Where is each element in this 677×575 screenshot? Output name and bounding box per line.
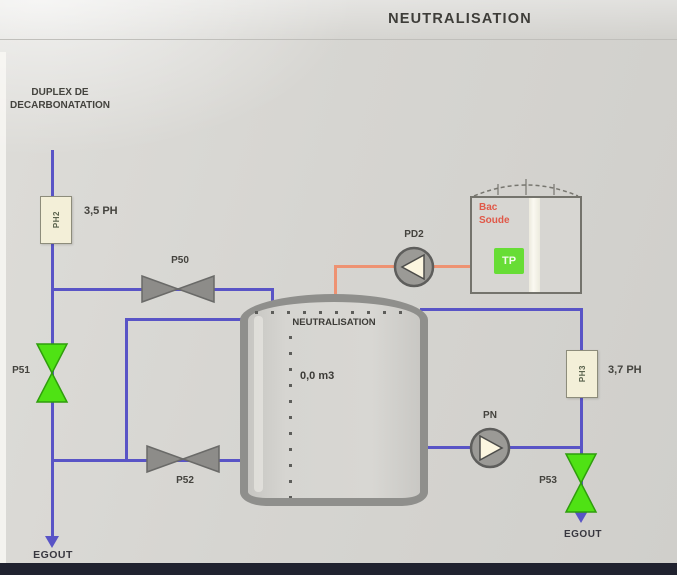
- title-bar: NEUTRALISATION: [0, 0, 677, 40]
- soda-tank-level-stripe: [529, 198, 540, 292]
- soda-tank: Bac Soude TP: [470, 196, 582, 294]
- valve-p50[interactable]: [140, 274, 216, 309]
- drain-label-left: EGOUT: [33, 549, 73, 561]
- pipe-soda-left: [334, 265, 396, 268]
- valve-p52-icon: [146, 444, 220, 474]
- source-label-line1: DUPLEX DE: [31, 87, 89, 98]
- pipe-soda-right: [431, 265, 471, 268]
- soda-pump-status-badge: TP: [494, 248, 524, 274]
- valve-p51-label: P51: [12, 365, 30, 376]
- source-label: DUPLEX DE DECARBONATATION: [0, 86, 130, 112]
- ph2-sensor[interactable]: PH2: [40, 196, 72, 244]
- pipe-right-vertical: [580, 308, 583, 513]
- valve-p52-label: P52: [176, 475, 194, 486]
- ph2-sensor-tag: PH2: [51, 211, 61, 229]
- tank-rivets-top: [255, 311, 413, 314]
- soda-tank-label-line2: Soude: [479, 215, 510, 226]
- drain-label-right: EGOUT: [563, 529, 603, 540]
- valve-p52[interactable]: [145, 444, 221, 479]
- pipe-soda-drop: [334, 265, 337, 307]
- valve-p50-icon: [141, 274, 215, 304]
- pipe-loop-vertical: [125, 318, 128, 462]
- tank-level-dots: [289, 336, 292, 498]
- drain-arrow-left: [45, 536, 59, 548]
- pump-pd2[interactable]: [391, 244, 437, 295]
- valve-p53[interactable]: [564, 452, 598, 519]
- pump-pd2-label: PD2: [404, 229, 424, 240]
- valve-p53-icon: [564, 453, 598, 513]
- page-title: NEUTRALISATION: [388, 11, 532, 27]
- soda-tank-label-line1: Bac: [479, 202, 498, 213]
- valve-p50-label: P50: [171, 255, 189, 266]
- source-label-line2: DECARBONATATION: [10, 100, 110, 111]
- ph3-sensor-tag: PH3: [577, 365, 587, 383]
- photo-edge-strip: [0, 52, 6, 563]
- pipe-loop-upper: [125, 318, 253, 321]
- tank-label: NEUTRALISATION: [292, 317, 376, 328]
- tank-volume-value: 0,0 m3: [300, 370, 335, 382]
- ph3-value: 3,7 PH: [608, 364, 642, 376]
- drain-arrow-right: [574, 511, 588, 523]
- pipe-tank-out-upper: [420, 308, 583, 311]
- pump-pn[interactable]: [467, 425, 513, 476]
- valve-p51[interactable]: [35, 342, 69, 409]
- ph2-value: 3,5 PH: [84, 205, 118, 217]
- screen-bezel: [0, 563, 677, 575]
- soda-tank-dome-icon: [473, 179, 579, 197]
- tank-wall-highlight: [254, 316, 263, 492]
- valve-p53-label: P53: [539, 475, 557, 486]
- pump-pn-icon: [469, 427, 511, 469]
- pump-pd2-icon: [393, 246, 435, 288]
- pump-pn-label: PN: [483, 410, 497, 421]
- valve-p51-icon: [35, 343, 69, 403]
- soda-tank-label: Bac Soude: [479, 201, 510, 227]
- neutralisation-tank: NEUTRALISATION 0,0 m3: [240, 294, 428, 506]
- ph3-sensor[interactable]: PH3: [566, 350, 598, 398]
